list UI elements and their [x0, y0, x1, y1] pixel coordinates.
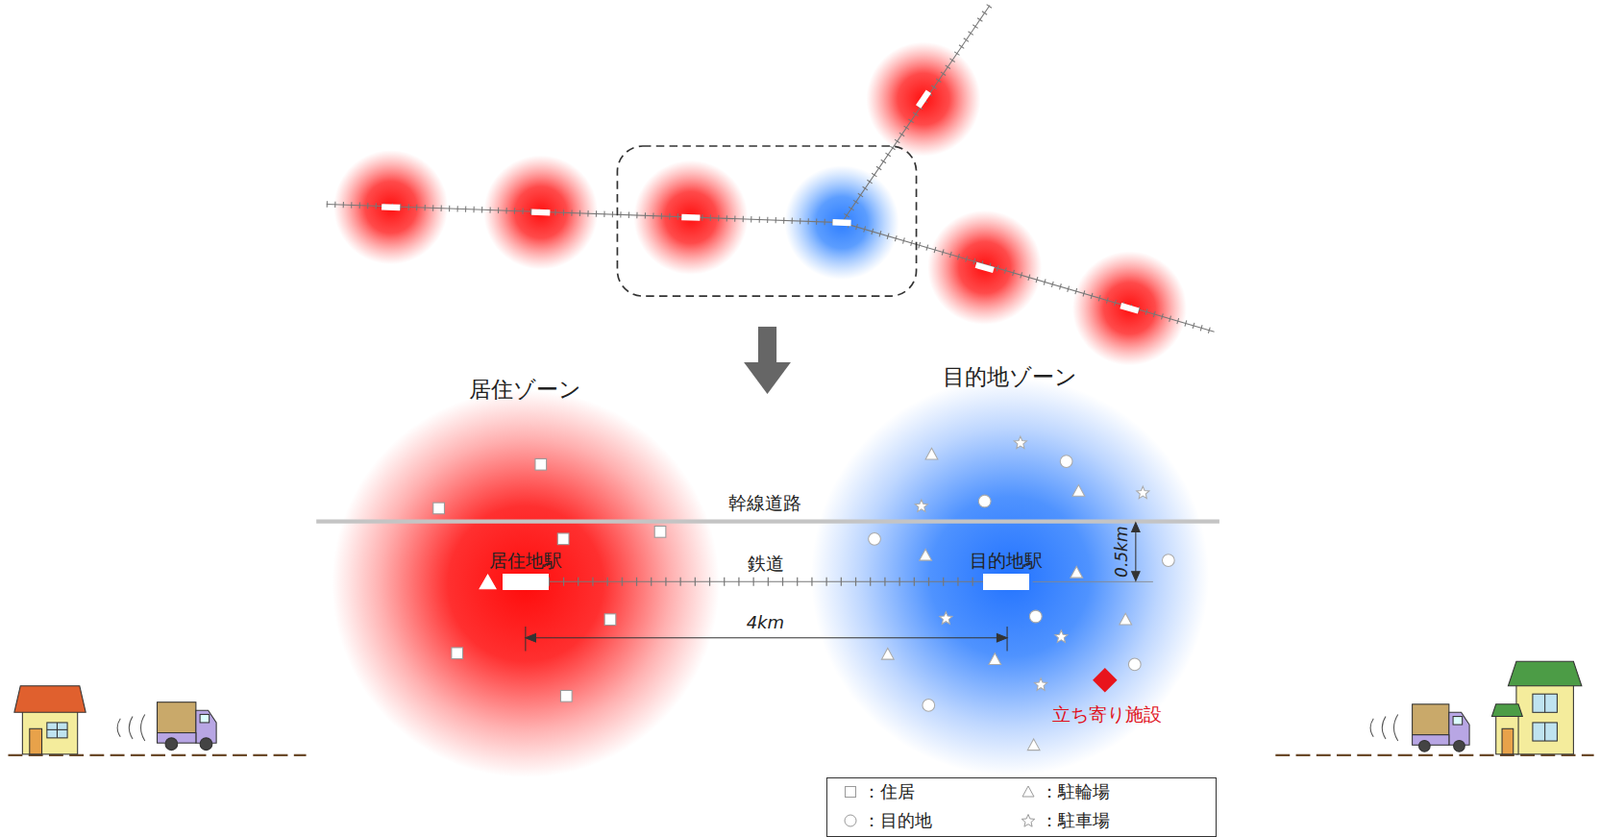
arterial-road: [316, 519, 1220, 524]
legend-triangle: [1022, 786, 1034, 797]
railway-ticks: [548, 577, 984, 587]
legend-sample: [1019, 812, 1037, 830]
bicycle-parking-marker: [988, 653, 1002, 665]
bicycle-parking-marker: [925, 447, 938, 460]
legend-text: ：駐車場: [1040, 809, 1110, 833]
house-marker: [433, 502, 445, 515]
house-marker: [654, 526, 666, 539]
car-parking-marker: [1013, 436, 1027, 449]
right-house: [1275, 661, 1594, 756]
map-markers: [433, 436, 1175, 751]
house-marker: [557, 533, 569, 545]
edge-label: 鉄道: [747, 552, 785, 575]
legend-text: ：住居: [862, 780, 915, 804]
legend-entry: ：住居: [841, 780, 915, 804]
station-rect: 居住地駅: [502, 573, 549, 591]
destination-marker: [978, 494, 991, 508]
legend-square: [844, 787, 856, 798]
house-marker: [451, 647, 464, 660]
legend-box: ：住居 ：目的地 ：駐輪場 ：駐車場: [826, 777, 1217, 837]
destination-marker: [922, 699, 936, 713]
destination-marker: [1029, 610, 1042, 623]
bicycle-parking-marker: [479, 574, 496, 590]
left-truck: [117, 702, 217, 751]
legend-entry: ：駐車場: [1019, 809, 1110, 833]
network-stations: [381, 89, 1140, 314]
diamond-shape: [1091, 666, 1119, 694]
station-label: 居住地駅: [489, 549, 563, 572]
bicycle-parking-marker: [1119, 613, 1133, 625]
legend-text: ：目的地: [862, 809, 933, 833]
facility-label: 立ち寄り施設: [1052, 703, 1162, 726]
car-parking-marker: [1034, 678, 1048, 691]
right-truck: [1370, 704, 1470, 752]
legend-entry: ：目的地: [841, 809, 933, 833]
car-parking-marker: [914, 499, 928, 513]
dimension-4km: [525, 626, 1008, 651]
legend-entry: ：駐輪場: [1019, 780, 1110, 804]
house-marker: [535, 458, 547, 470]
legend-star: [1021, 813, 1034, 827]
bicycle-parking-marker: [1072, 485, 1085, 497]
house-marker: [604, 614, 616, 626]
destination-marker: [1128, 658, 1141, 671]
network-blobs: [333, 42, 1187, 367]
diamond-fill: [1092, 667, 1117, 692]
car-parking-marker: [1055, 630, 1068, 643]
car-parking-marker: [939, 612, 953, 625]
bicycle-parking-marker: [1027, 738, 1040, 751]
facility-diamond: 立ち寄り施設: [1091, 666, 1119, 694]
destination-marker: [1059, 455, 1073, 468]
bicycle-parking-marker: [881, 647, 894, 660]
station-label: 目的地駅: [969, 549, 1043, 572]
zone-heading: 目的地ゾーン: [942, 364, 1078, 392]
zone-heading: 居住ゾーン: [468, 376, 582, 404]
railway-connector: [548, 581, 984, 583]
bicycle-parking-marker: [1070, 566, 1084, 578]
focus-frame: [616, 146, 916, 296]
legend-text: ：駐輪場: [1040, 780, 1110, 804]
zone-circle: 居住ゾーン居住地駅: [331, 390, 720, 779]
zone-circle: 目的地ゾーン目的地駅立ち寄り施設: [811, 377, 1209, 776]
bicycle-parking-marker: [919, 548, 933, 561]
station-rect: 目的地駅: [983, 573, 1030, 591]
dimension-0-5km: [1033, 522, 1154, 583]
dimension-label: 4km: [746, 612, 785, 634]
left-house: [7, 686, 306, 756]
dimension-label: 幹線道路: [728, 492, 802, 515]
legend-sample: [1019, 783, 1037, 801]
legend-sample: [841, 783, 860, 801]
legend-sample: [841, 812, 860, 830]
destination-marker: [1161, 554, 1175, 567]
car-parking-marker: [1136, 486, 1150, 499]
down-arrow: [743, 326, 791, 394]
dimension-label: 0.5km: [1111, 526, 1132, 578]
destination-marker: [868, 532, 882, 545]
railway-network: [326, 4, 1215, 332]
railway-line: [548, 581, 984, 583]
legend-circle: [844, 814, 857, 827]
house-marker: [560, 689, 572, 702]
